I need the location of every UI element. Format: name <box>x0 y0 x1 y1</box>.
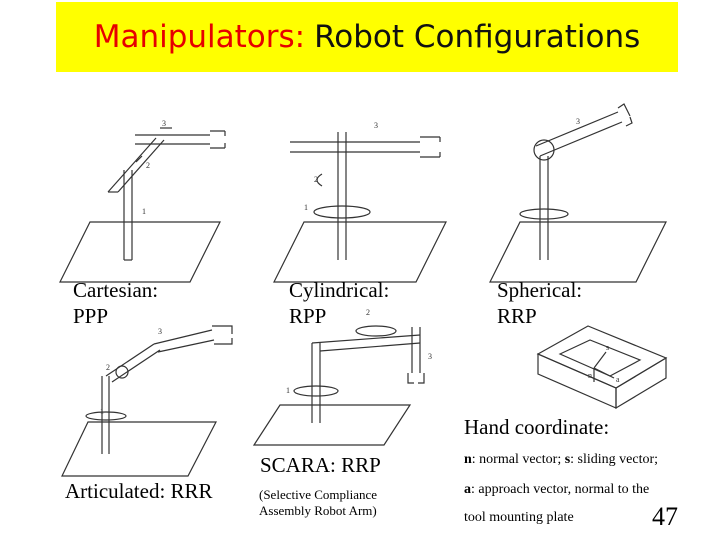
articulated-diagram: 3 2 1 <box>61 325 233 477</box>
articulated-joint-1: 1 <box>100 407 104 416</box>
hand-note-line3: tool mounting plate <box>464 510 574 525</box>
hand-coordinate-diagram: s a n <box>536 325 668 410</box>
scara-description-line2: Assembly Robot Arm) <box>259 503 377 518</box>
articulated-joint-2: 2 <box>106 363 110 372</box>
page-number: 47 <box>652 502 678 531</box>
n-vector-text: : normal vector; <box>471 452 565 467</box>
label-cylindrical: Cylindrical: RPP <box>289 277 389 329</box>
label-articulated: Articulated: RRR <box>65 479 213 503</box>
a-vector-key: a <box>464 482 471 497</box>
hand-note-line1: n: normal vector; s: sliding vector; <box>464 452 658 468</box>
label-cartesian-code: PPP <box>73 304 109 328</box>
hand-diagram-a-mark: a <box>616 375 620 384</box>
hand-note-line2: a: approach vector, normal to the <box>464 482 649 498</box>
scara-joint-2: 2 <box>366 308 370 317</box>
cartesian-joint-1: 1 <box>142 207 146 216</box>
label-cylindrical-code: RPP <box>289 304 327 328</box>
label-spherical-code: RRP <box>497 304 537 328</box>
scara-diagram: 2 3 1 <box>252 308 432 446</box>
hand-coordinate-heading: Hand coordinate: <box>464 415 610 439</box>
a-vector-text: : approach vector, normal to the <box>471 482 650 497</box>
cylindrical-joint-3: 3 <box>374 121 378 130</box>
scara-description-line1: (Selective Compliance <box>259 487 378 502</box>
title-rest: Robot Configurations <box>314 19 641 55</box>
n-vector-key: n <box>464 452 472 467</box>
label-cylindrical-name: Cylindrical: <box>289 278 390 302</box>
spherical-diagram: 3 <box>489 103 667 283</box>
cartesian-joint-3: 3 <box>162 119 166 128</box>
s-vector-key: s <box>564 452 571 467</box>
scara-joint-3: 3 <box>428 352 432 361</box>
label-spherical: Spherical: RRP <box>497 277 582 329</box>
cylindrical-joint-1: 1 <box>304 203 308 212</box>
title-accent: Manipulators: <box>93 19 306 55</box>
cylindrical-diagram: 3 2 1 <box>273 121 447 283</box>
hand-diagram-n-mark: n <box>588 371 592 380</box>
title-banner: Manipulators: Robot Configurations <box>56 2 678 72</box>
cartesian-joint-2: 2 <box>146 161 150 170</box>
label-cartesian: Cartesian: PPP <box>73 277 158 329</box>
scara-joint-1: 1 <box>286 386 290 395</box>
spherical-joint-3: 3 <box>576 117 580 126</box>
hand-diagram-s-mark: s <box>606 343 609 352</box>
s-vector-text: : sliding vector; <box>570 452 659 467</box>
label-cartesian-name: Cartesian: <box>73 278 159 302</box>
label-scara: SCARA: RRP <box>260 453 381 477</box>
scara-description: (Selective Compliance Assembly Robot Arm… <box>259 487 377 519</box>
articulated-joint-3: 3 <box>158 327 162 336</box>
cartesian-diagram: 3 2 1 <box>59 119 226 283</box>
cylindrical-joint-2: 2 <box>314 175 318 184</box>
label-spherical-name: Spherical: <box>497 278 583 302</box>
